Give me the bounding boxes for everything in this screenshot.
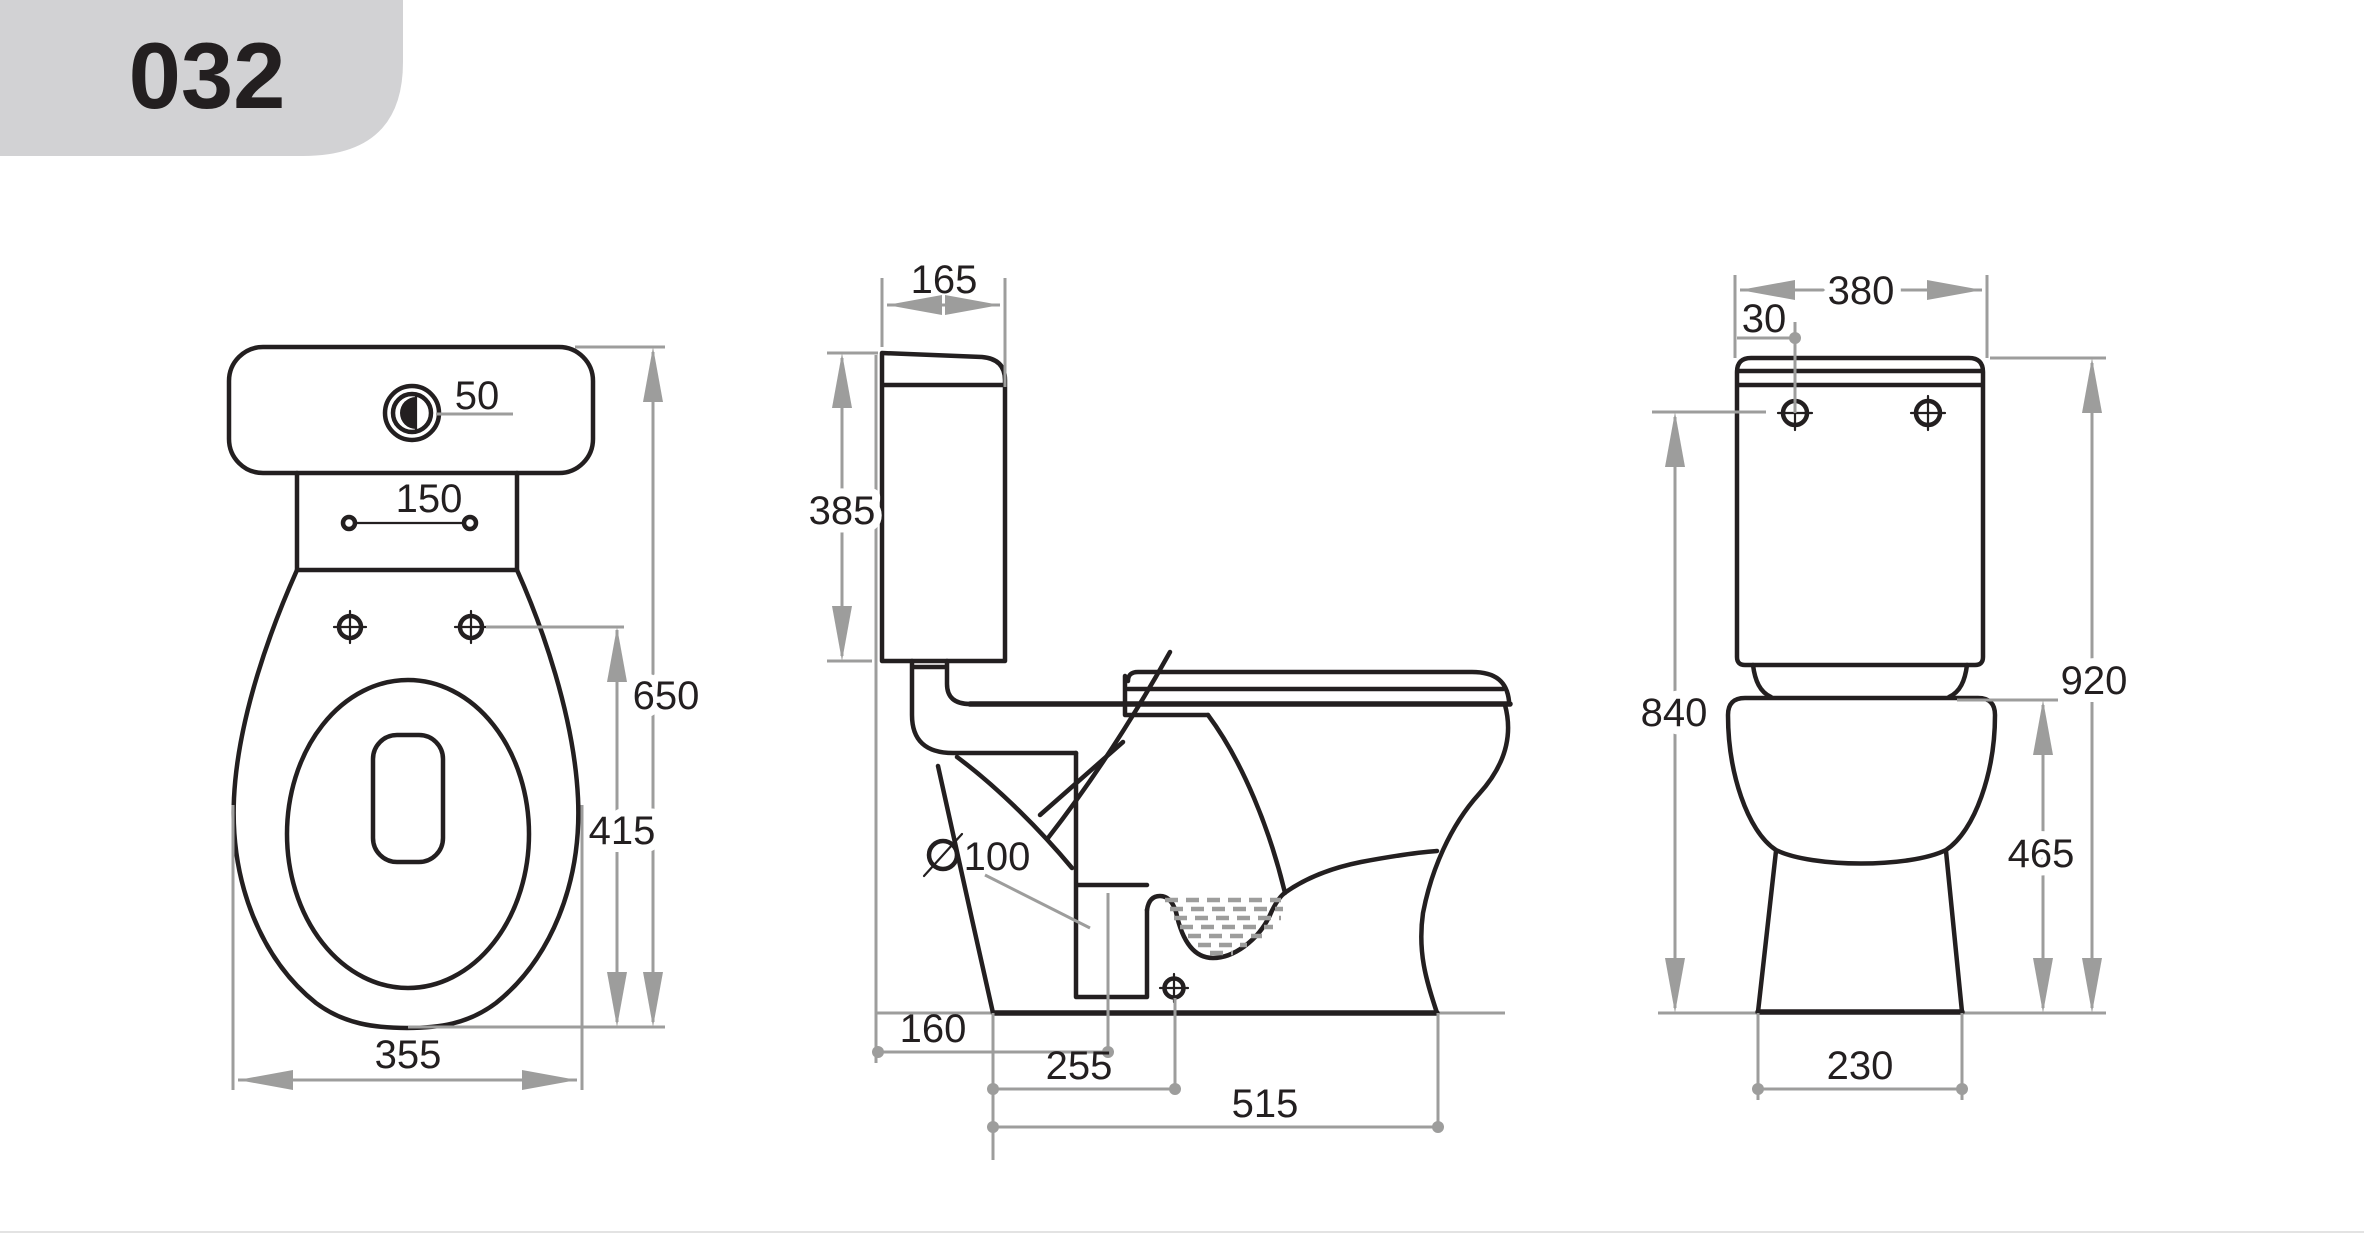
- dim-bowl-width-label: 355: [375, 1033, 442, 1077]
- dim-bowl-depth: 415: [486, 625, 663, 1027]
- seat-opening: [284, 677, 532, 991]
- dim-hinge-spacing-label: 150: [396, 477, 463, 521]
- cistern-outline: [226, 344, 596, 476]
- seat-hinge-tabs: [1750, 662, 1970, 700]
- dim-rim-height: 465: [1957, 698, 2082, 1013]
- outlet-diameter-callout: 100: [922, 832, 1091, 930]
- dim-total-depth: 650: [408, 345, 707, 1029]
- flush-button-icon: [382, 383, 442, 443]
- front-view: 380 30 840 920: [1633, 261, 2135, 1100]
- dim-total-height: 920: [1990, 356, 2135, 1013]
- top-view: 50 150 650: [226, 344, 707, 1090]
- seat-profile: [1125, 669, 1512, 704]
- dim-outlet-diameter-label: 100: [964, 835, 1031, 879]
- dim-rim-height-label: 465: [2008, 832, 2075, 876]
- dim-tank-width: 380: [1733, 261, 1989, 358]
- product-code-banner: 032: [0, 0, 403, 156]
- dim-base-to-bolt: 255: [987, 998, 1181, 1160]
- seat-bolt-crosshair-icon: [332, 609, 489, 645]
- flush-channel: [909, 658, 1079, 756]
- dim-button-offset-label: 50: [455, 374, 500, 418]
- dim-tank-height-label: 385: [809, 489, 876, 533]
- side-view: 165 385 100 160: [801, 258, 1513, 1160]
- section-line: [1037, 739, 1126, 818]
- dim-base-width: 230: [1752, 1013, 1968, 1100]
- bowl-rim-step: [1122, 673, 1211, 718]
- dim-total-height-label: 920: [2061, 659, 2128, 703]
- dim-tank-height: 385: [801, 351, 883, 663]
- dim-base-depth: 515: [987, 1013, 1444, 1133]
- section-line-2: [1045, 649, 1173, 841]
- banner-shape: [0, 0, 403, 156]
- dim-bolt-height: 840: [1633, 410, 1766, 1013]
- outlet-leader-line: [984, 873, 1091, 930]
- bowl-outline: [231, 567, 581, 1031]
- bowl-rear-outline: [935, 763, 996, 1016]
- water-hatch: [1165, 897, 1283, 956]
- tank-bolt-crosshair-icon: [1776, 394, 1947, 432]
- dim-total-depth-label: 650: [633, 674, 700, 718]
- drain-leg: [1073, 750, 1150, 1000]
- bowl-interior-back: [1205, 712, 1288, 896]
- tank-shelf: [294, 470, 520, 573]
- dim-bolt-inset: 30: [1737, 297, 1801, 413]
- floor-bolt-crosshair-icon: [1158, 972, 1190, 1004]
- dim-bolt-height-label: 840: [1641, 691, 1708, 735]
- front-cistern-outline: [1734, 355, 1986, 668]
- pedestal-outline: [1755, 848, 1965, 1015]
- dim-bowl-depth-label: 415: [589, 809, 656, 853]
- drain-opening: [370, 732, 446, 865]
- dim-tank-width-label: 380: [1828, 269, 1895, 313]
- dim-bowl-width: 355: [231, 805, 584, 1090]
- cistern-profile: [879, 350, 1008, 664]
- dim-base-depth-label: 515: [1232, 1082, 1299, 1126]
- channel-to-trap: [954, 754, 1075, 871]
- dim-bolt-inset-label: 30: [1742, 297, 1787, 341]
- dim-tank-top-depth: 165: [880, 258, 1007, 387]
- front-bowl-outline: [1725, 695, 1998, 866]
- trap-outline: [1144, 848, 1440, 961]
- product-code-label: 032: [129, 23, 286, 128]
- dim-base-to-bolt-label: 255: [1046, 1044, 1113, 1088]
- dim-tank-top-depth-label: 165: [911, 258, 978, 302]
- dim-wall-to-outlet-label: 160: [900, 1007, 967, 1051]
- diameter-symbol-icon: [922, 832, 964, 878]
- bowl-front-outline: [1419, 702, 1511, 1016]
- dim-base-width-label: 230: [1827, 1044, 1894, 1088]
